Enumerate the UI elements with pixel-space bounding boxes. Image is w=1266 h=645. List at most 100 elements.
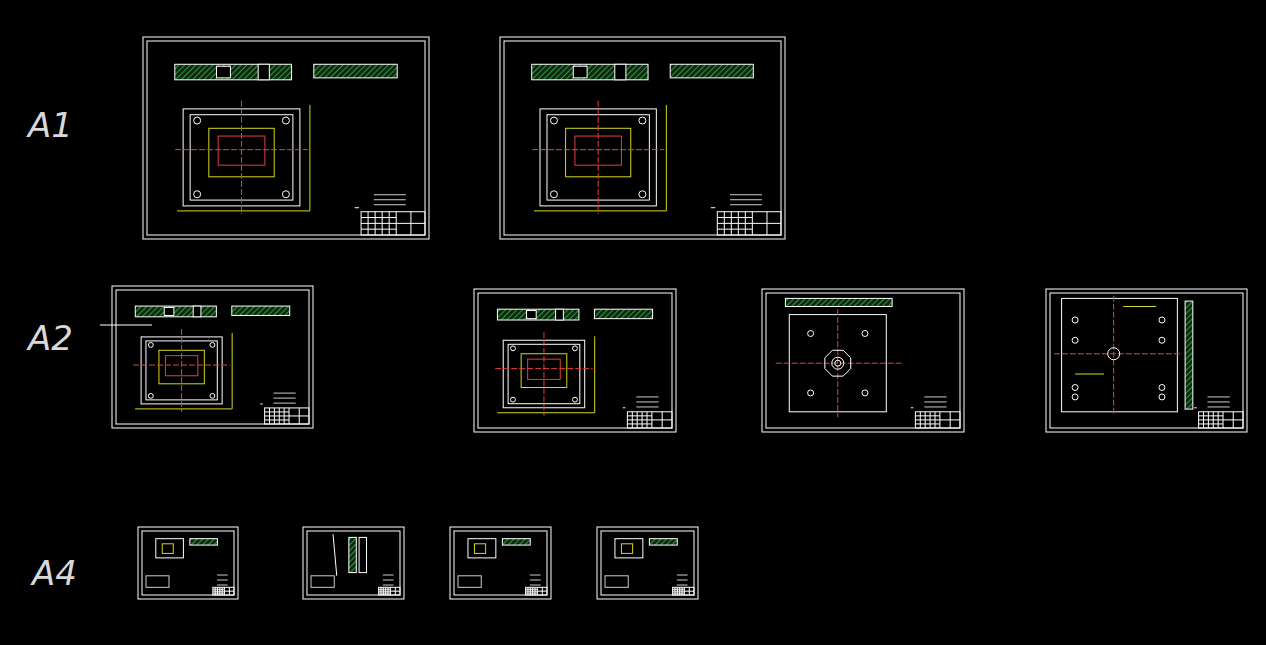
title-grid	[284, 408, 285, 424]
roughness-mark	[210, 583, 211, 584]
title-grid	[379, 591, 391, 592]
title-grid	[915, 423, 940, 424]
title-block	[265, 408, 309, 424]
bolt-hole	[1159, 317, 1165, 323]
title-grid	[920, 412, 921, 428]
note-line	[730, 204, 762, 205]
title-grid	[535, 587, 536, 595]
sheet-frame	[500, 37, 785, 239]
part-view	[156, 539, 184, 558]
sheet-size-label: A4	[32, 556, 77, 590]
note-line	[273, 393, 295, 394]
bolt-hole	[1159, 385, 1165, 391]
title-grid	[915, 415, 940, 416]
title-grid	[385, 587, 386, 595]
title-grid	[717, 217, 752, 218]
title-grid	[361, 217, 396, 218]
title-grid	[1218, 412, 1219, 428]
title-grid	[925, 412, 926, 428]
title-grid	[526, 589, 538, 590]
title-grid	[1203, 412, 1204, 428]
inner-frame	[116, 290, 309, 424]
title-grid	[930, 412, 931, 428]
sheet-frame	[450, 527, 551, 599]
title-grid	[627, 423, 652, 424]
roughness-mark	[523, 583, 524, 584]
title-grid	[222, 587, 223, 595]
title-grid	[379, 593, 391, 594]
center-line	[181, 329, 182, 412]
title-grid	[752, 223, 781, 224]
note-line	[383, 575, 394, 576]
section-view	[1185, 301, 1193, 409]
title-block	[361, 212, 425, 235]
sheet-frame	[138, 527, 238, 599]
title-grid	[537, 591, 547, 592]
dimension-line	[135, 408, 232, 409]
insert	[217, 66, 231, 78]
note-line	[374, 204, 406, 205]
note-block	[311, 576, 334, 588]
note-line	[924, 396, 946, 397]
title-grid	[717, 223, 752, 224]
note-line	[530, 580, 541, 581]
roughness-mark	[1194, 407, 1196, 408]
section-view	[532, 64, 648, 80]
roughness-mark	[911, 407, 913, 408]
title-grid	[673, 589, 685, 590]
dimension-line	[666, 105, 667, 211]
title-grid	[682, 587, 683, 595]
sprue-outline	[825, 350, 851, 376]
roughness-mark	[376, 583, 377, 584]
bolt-hole	[808, 390, 814, 396]
bolt-hole	[148, 393, 153, 398]
title-grid	[265, 415, 289, 416]
part-detail	[474, 544, 485, 554]
note-block	[458, 576, 481, 588]
title-grid	[652, 419, 672, 420]
note-line	[530, 585, 541, 586]
note-line	[374, 199, 406, 200]
title-grid	[265, 419, 289, 420]
bolt-hole	[194, 117, 201, 124]
center-line	[598, 101, 599, 214]
title-block	[627, 412, 672, 428]
title-grid	[289, 415, 309, 416]
title-grid	[279, 408, 280, 424]
bolt-hole	[639, 191, 646, 198]
bolt-hole	[639, 117, 646, 124]
title-block	[673, 587, 694, 595]
sheet-frame	[474, 289, 676, 432]
bolt-hole	[511, 397, 516, 402]
inner-frame	[454, 531, 547, 595]
title-grid	[383, 587, 384, 595]
insert	[573, 66, 587, 78]
part-view	[359, 537, 366, 572]
section-view	[497, 309, 578, 320]
title-grid	[389, 212, 390, 235]
insert	[164, 307, 174, 315]
section-view	[314, 64, 397, 78]
sheet-frame	[303, 527, 404, 599]
dimension-line	[309, 105, 310, 211]
note-line	[273, 403, 295, 404]
title-grid	[382, 212, 383, 235]
title-grid	[274, 408, 275, 424]
roughness-mark	[711, 207, 715, 208]
sheet-frame	[112, 286, 313, 428]
note-line	[273, 398, 295, 399]
title-grid	[379, 589, 391, 590]
center-line	[1054, 353, 1181, 354]
insert	[527, 311, 537, 319]
note-line	[636, 396, 658, 397]
title-grid	[677, 587, 678, 595]
bolt-hole	[550, 117, 557, 124]
title-grid	[526, 591, 538, 592]
sheet-frame	[1046, 289, 1247, 432]
title-grid	[390, 591, 400, 592]
title-grid	[738, 212, 739, 235]
title-grid	[526, 593, 538, 594]
title-grid	[679, 587, 680, 595]
part-outline	[333, 534, 337, 576]
